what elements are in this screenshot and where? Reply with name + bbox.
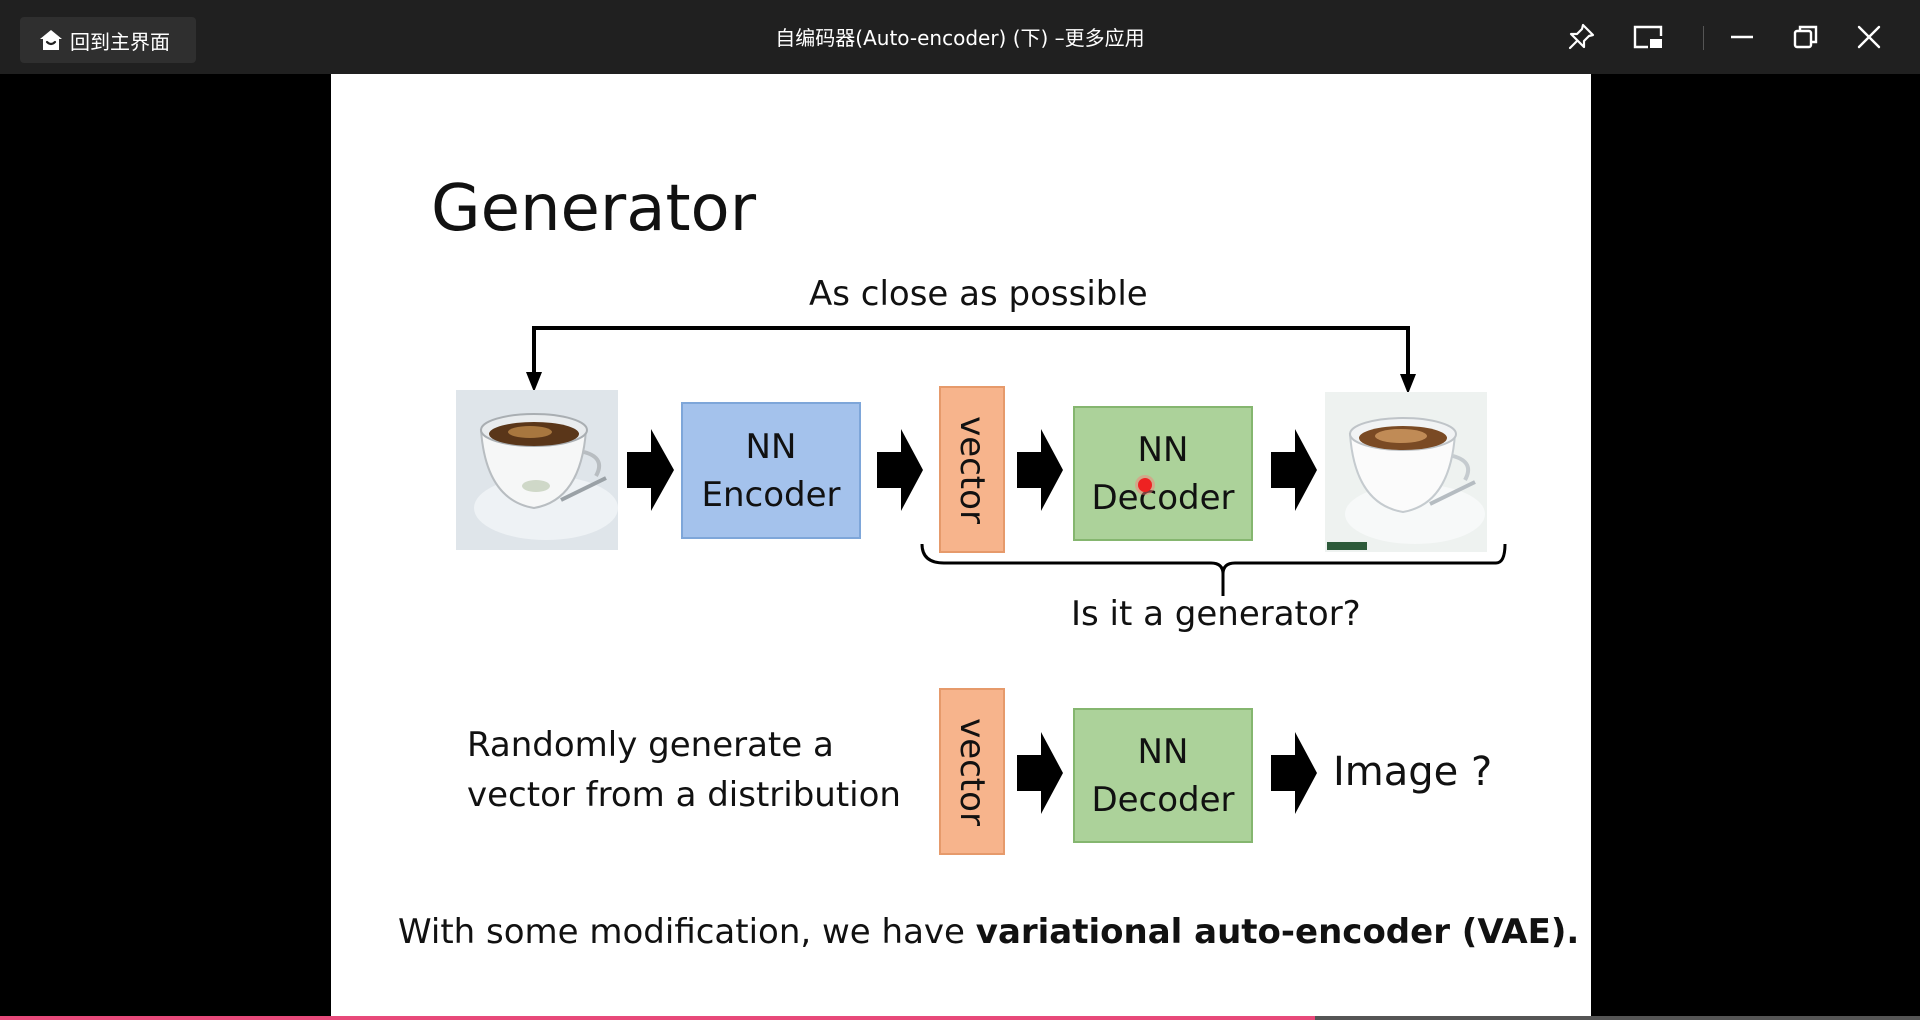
restore-button[interactable] xyxy=(1784,17,1828,57)
block-arrow-2 xyxy=(877,429,923,511)
video-player[interactable]: Generator As close as possible xyxy=(0,74,1920,1020)
mini-player-button[interactable] xyxy=(1626,17,1670,57)
mini-player-icon xyxy=(1633,25,1663,49)
title-bar-divider xyxy=(1703,26,1704,50)
nn-decoder-box-2: NN Decoder xyxy=(1073,708,1253,843)
block-arrow-6 xyxy=(1271,732,1317,814)
restore-icon xyxy=(1793,25,1818,49)
feedback-left-arrowhead xyxy=(526,372,542,392)
vector-label: vector xyxy=(952,415,992,524)
title-bar: 回到主界面 自编码器(Auto-encoder) (下) –更多应用 xyxy=(0,0,1920,74)
block-arrow-3 xyxy=(1017,429,1063,511)
home-button-label: 回到主界面 xyxy=(70,29,170,54)
random-vector-label: Randomly generate a vector from a distri… xyxy=(467,725,901,815)
nn-decoder-box: NN Decoder xyxy=(1073,406,1253,541)
close-as-possible-label: As close as possible xyxy=(809,274,1148,314)
nn-decoder-label: NN Decoder xyxy=(1091,429,1235,518)
pin-icon xyxy=(1568,23,1595,50)
input-coffee-image xyxy=(456,390,618,550)
nn-encoder-label: NN Encoder xyxy=(701,426,841,515)
minimize-button[interactable] xyxy=(1720,17,1764,57)
brace xyxy=(920,543,1507,596)
lecture-slide: Generator As close as possible xyxy=(331,74,1591,1020)
diagram-graphics xyxy=(526,326,1507,814)
slide-heading: Generator xyxy=(431,172,756,246)
vector-box-2: vector xyxy=(939,688,1005,855)
progress-bar[interactable] xyxy=(0,1016,1920,1020)
home-icon xyxy=(40,30,62,50)
output-coffee-image xyxy=(1325,392,1487,552)
vae-sentence-bold: variational auto-encoder (VAE). xyxy=(975,912,1580,952)
vector-label-2: vector xyxy=(952,717,992,826)
generator-question-label: Is it a generator? xyxy=(1071,594,1361,634)
block-arrow-5 xyxy=(1017,732,1063,814)
image-question-label: Image ? xyxy=(1333,749,1493,795)
laser-pointer-dot xyxy=(1138,478,1152,492)
vector-box: vector xyxy=(939,386,1005,553)
progress-bar-fill xyxy=(0,1016,1316,1020)
block-arrow-4 xyxy=(1271,429,1317,511)
vae-sentence-prefix: With some modification, we have xyxy=(398,912,976,952)
nn-encoder-box: NN Encoder xyxy=(681,402,861,539)
vae-sentence: With some modification, we have variatio… xyxy=(398,912,1579,952)
close-icon xyxy=(1857,25,1881,49)
nn-decoder-label-2: NN Decoder xyxy=(1091,731,1235,820)
home-button[interactable]: 回到主界面 xyxy=(20,17,196,63)
block-arrow-1 xyxy=(627,429,674,511)
pin-button[interactable] xyxy=(1559,17,1603,57)
minimize-icon xyxy=(1731,35,1753,39)
feedback-right-arrowhead xyxy=(1400,374,1416,394)
close-button[interactable] xyxy=(1847,17,1891,57)
